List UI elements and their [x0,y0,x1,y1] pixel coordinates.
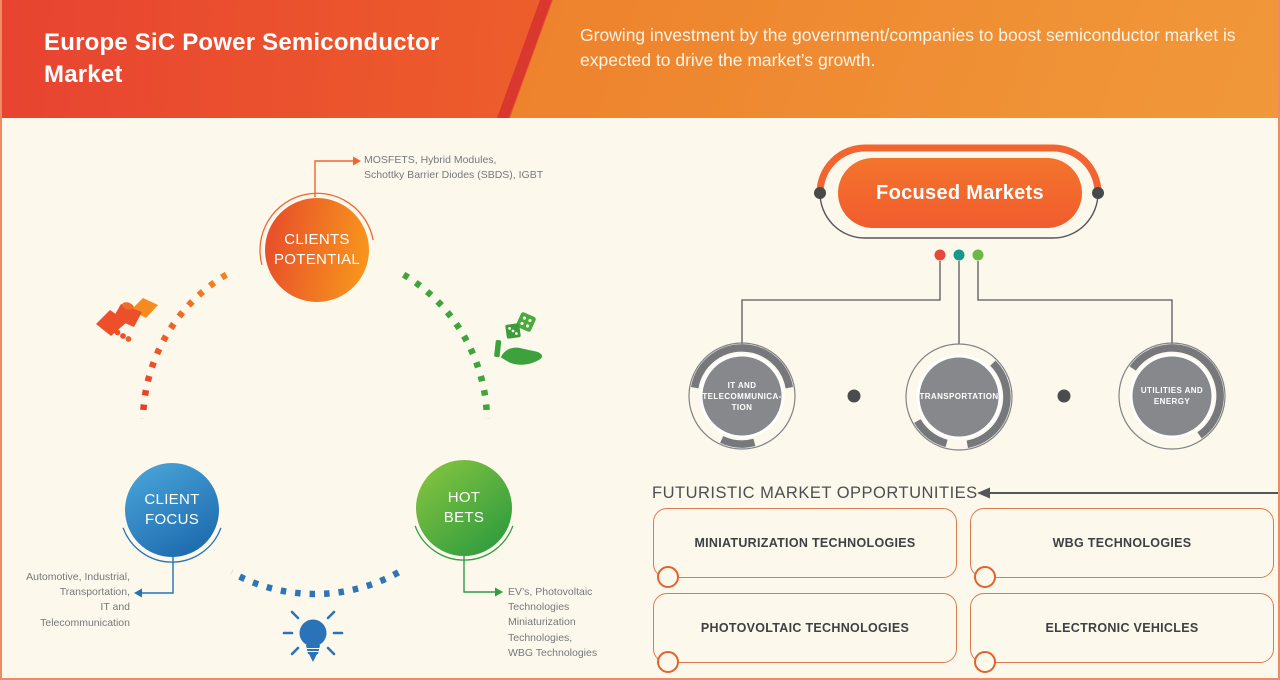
lightbulb-icon [282,610,344,662]
connector-clients-potential [314,156,361,197]
segment-label-utilities-energy: UTILITIES AND ENERGY [1140,386,1204,407]
dotted-arc-blue [230,569,400,598]
opportunity-box-miniaturization: MINIATURIZATION TECHNOLOGIES [653,508,957,588]
corner-ring-icon [657,566,679,588]
header-banner: Europe SiC Power Semiconductor Market Gr… [2,0,1278,118]
connector-hot-bets [463,554,503,597]
node-client-focus: CLIENT FOCUS [125,463,219,557]
segment-connectors [741,261,1173,344]
note-hot-bets: EV’s, Photovoltaic Technologies Miniatur… [508,586,598,659]
focused-markets-title: Focused Markets [876,181,1044,204]
connector-client-focus [134,556,174,598]
segment-label-transportation: TRANSPORTATION [919,392,999,401]
page-subtitle: Growing investment by the government/com… [580,25,1236,70]
opportunity-label: MINIATURIZATION TECHNOLOGIES [694,536,916,550]
node-hot-bets-label: HOT BETS [443,488,485,526]
focused-markets-pill: Focused Markets [838,158,1082,228]
opportunities-title: FUTURISTIC MARKET OPPORTUNITIES [652,484,978,502]
opportunities-arrow [977,487,1278,499]
opportunity-box-wbg: WBG TECHNOLOGIES [970,508,1274,588]
opportunity-box-electronic-vehicles: ELECTRONIC VEHICLES [970,593,1274,673]
node-hot-bets: HOT BETS [416,460,512,556]
dotted-arc-green [401,271,491,420]
node-clients-potential: CLIENTS POTENTIAL [265,198,369,302]
handshake-icon [96,298,158,342]
opportunity-label: PHOTOVOLTAIC TECHNOLOGIES [700,621,910,635]
bullet-dot-2 [1057,389,1071,403]
note-client-focus: Automotive, Industrial, Transportation, … [26,571,130,629]
corner-ring-icon [974,651,996,673]
page-title: Europe SiC Power Semiconductor Market [44,29,440,88]
corner-ring-icon [657,651,679,673]
node-client-focus-label: CLIENT FOCUS [144,490,200,528]
dot-teal [953,249,965,261]
corner-ring-icon [974,566,996,588]
opportunity-box-photovoltaic: PHOTOVOLTAIC TECHNOLOGIES [653,593,957,673]
dot-green [972,249,984,261]
opportunity-label: WBG TECHNOLOGIES [1052,536,1192,550]
dot-red [934,249,946,261]
opportunity-label: ELECTRONIC VEHICLES [1045,621,1199,635]
dice-hand-icon [494,312,543,365]
bullet-dot-1 [847,389,861,403]
segment-label-it-telecom: IT AND TELECOMMUNICA- TION [702,381,782,413]
node-clients-potential-label: CLIENTS POTENTIAL [273,230,361,268]
dotted-arc-orange [139,271,229,420]
note-clients-potential: MOSFETS, Hybrid Modules, Schottky Barrie… [364,154,544,182]
